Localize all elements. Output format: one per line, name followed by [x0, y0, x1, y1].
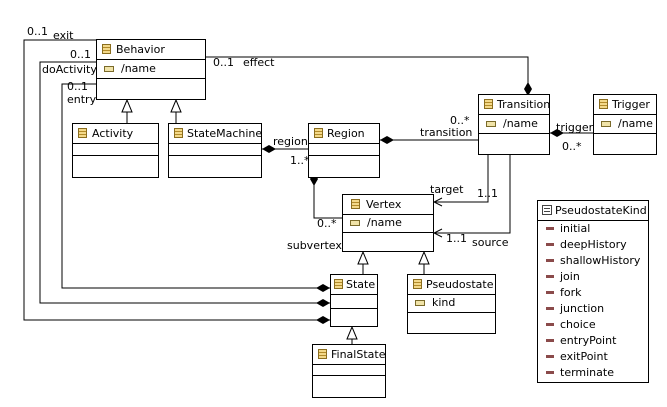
attribute-icon [350, 220, 360, 226]
subvertex-role: subvertex [287, 239, 342, 252]
attribute-icon [486, 121, 496, 127]
class-name: Trigger [612, 98, 650, 111]
effect-role: effect [243, 56, 275, 69]
source-role: source [472, 236, 509, 249]
class-name: FinalState [331, 348, 386, 361]
class-transition[interactable]: Transition /name [478, 94, 550, 155]
transition-multiplicity: 0..* [450, 114, 470, 127]
source-association [434, 155, 511, 233]
class-activity[interactable]: Activity [72, 123, 159, 178]
attribute-icon [601, 121, 611, 127]
literal-icon [546, 275, 554, 278]
do-activity-role: doActivity [42, 63, 97, 76]
target-association [434, 155, 489, 202]
class-name: Pseudostate [426, 278, 494, 291]
class-vertex[interactable]: Vertex /name [342, 194, 434, 252]
class-trigger[interactable]: Trigger /name [593, 94, 657, 155]
trigger-multiplicity: 0..* [562, 140, 582, 153]
exit-role: exit [53, 29, 74, 42]
literal-icon [546, 307, 554, 310]
literal-icon [546, 339, 554, 342]
target-role: target [430, 183, 464, 196]
class-icon [599, 99, 608, 109]
enumeration-pseudostate-kind[interactable]: PseudostateKind initial deepHistory shal… [537, 200, 649, 383]
literal-icon [546, 227, 554, 230]
class-icon [78, 128, 87, 138]
subvertex-association [310, 172, 342, 219]
exit-multiplicity: 0..1 [27, 25, 48, 38]
literal-icon [546, 371, 554, 374]
class-name: Transition [497, 98, 551, 111]
transition-role: transition [420, 126, 473, 139]
class-final-state[interactable]: FinalState [312, 344, 386, 398]
class-name: Activity [92, 127, 134, 140]
enumeration-icon [542, 205, 552, 215]
do-activity-multiplicity: 0..1 [70, 48, 91, 61]
literal-icon [546, 355, 554, 358]
exit-association [23, 39, 330, 324]
attribute-icon [104, 66, 114, 72]
region-multiplicity: 1..* [290, 154, 310, 167]
literal-icon [546, 291, 554, 294]
class-state-machine[interactable]: StateMachine [168, 123, 262, 178]
class-icon [334, 279, 343, 289]
region-role: region [273, 135, 308, 148]
literal-icon [546, 243, 554, 246]
do-activity-association [39, 61, 330, 307]
class-icon [174, 128, 183, 138]
class-state[interactable]: State [330, 274, 378, 327]
class-name: StateMachine [187, 127, 263, 140]
literal-icon [546, 323, 554, 326]
class-icon [102, 44, 111, 54]
effect-association [206, 56, 532, 96]
entry-role: entry [67, 93, 97, 106]
effect-multiplicity: 0..1 [213, 56, 234, 69]
target-multiplicity: 1..1 [477, 187, 498, 200]
class-name: Vertex [366, 198, 402, 211]
enumeration-name: PseudostateKind [555, 204, 647, 217]
class-region[interactable]: Region [308, 123, 380, 178]
subvertex-multiplicity: 0..* [317, 217, 337, 230]
enumeration-literals: initial deepHistory shallowHistory join … [538, 220, 648, 382]
literal-icon [546, 259, 554, 262]
entry-association [61, 83, 330, 292]
trigger-role: trigger [556, 121, 594, 134]
entry-multiplicity: 0..1 [67, 80, 88, 93]
class-icon [413, 279, 422, 289]
source-multiplicity: 1..1 [446, 232, 467, 245]
class-icon [484, 99, 493, 109]
attribute-icon [415, 300, 425, 306]
class-icon [318, 349, 327, 359]
class-behavior[interactable]: Behavior /name [96, 39, 206, 100]
class-name: Behavior [116, 43, 165, 56]
class-icon [351, 199, 360, 209]
class-name: Region [327, 127, 365, 140]
class-pseudostate[interactable]: Pseudostate kind [407, 274, 496, 334]
class-name: State [346, 278, 376, 291]
class-icon [314, 128, 323, 138]
